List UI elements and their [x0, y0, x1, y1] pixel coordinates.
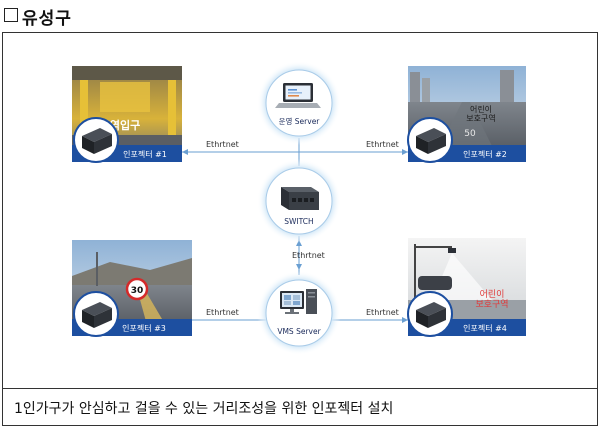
- switch-label: SWITCH: [284, 217, 313, 226]
- link-label-bottom-right: Ethrtnet: [366, 308, 399, 317]
- projector-label-2: 인포젝터 #2: [463, 149, 507, 159]
- node-switch: SWITCH: [257, 159, 341, 243]
- projector-device-icon-2: [407, 117, 453, 163]
- diagram-frame: [2, 32, 598, 426]
- node-ops-server: 운영 Server: [257, 61, 341, 145]
- caption-divider: [2, 388, 598, 389]
- workstation-icon: [280, 289, 317, 314]
- link-label-bottom-left: Ethrtnet: [206, 308, 239, 317]
- page-header: 유성구: [0, 0, 600, 32]
- page-title: 유성구: [22, 9, 72, 29]
- projector-label-3: 인포젝터 #3: [122, 323, 166, 333]
- projector-label-4: 인포젝터 #4: [463, 323, 507, 333]
- scene-text-4-line-2: 보호구역: [475, 299, 508, 310]
- node-vms-server: VMS Server: [257, 271, 341, 355]
- projector-device-icon-4: [407, 291, 453, 337]
- speed-limit-text-3: 30: [131, 286, 144, 296]
- projector-device-icon-3: [73, 291, 119, 337]
- ops-server-label: 운영 Server: [279, 116, 321, 126]
- laptop-icon: [275, 83, 321, 108]
- projector-device-icon-1: [73, 117, 119, 163]
- road-marking-2: 50: [464, 129, 476, 139]
- caption-text: 1인가구가 안심하고 걸을 수 있는 거리조성을 위한 인포젝터 설치: [14, 401, 394, 417]
- vms-server-label: VMS Server: [277, 327, 321, 336]
- link-label-middle: Ethrtnet: [292, 251, 325, 260]
- header-checkbox-square: [4, 8, 18, 22]
- scene-text-2-line-2: 보호구역: [466, 113, 495, 123]
- link-label-top-left: Ethrtnet: [206, 140, 239, 149]
- link-label-top-right: Ethrtnet: [366, 140, 399, 149]
- scene-text-2-line-1: 어린이: [470, 104, 492, 114]
- switch-device-icon: [281, 187, 319, 210]
- projector-card-3: 30 인포젝터 #3: [72, 240, 192, 337]
- scene-text-4-line-1: 어린이: [480, 289, 505, 300]
- projector-label-1: 인포젝터 #1: [123, 149, 167, 159]
- projector-card-1: 구역입구 인포젝터 #1: [72, 66, 182, 163]
